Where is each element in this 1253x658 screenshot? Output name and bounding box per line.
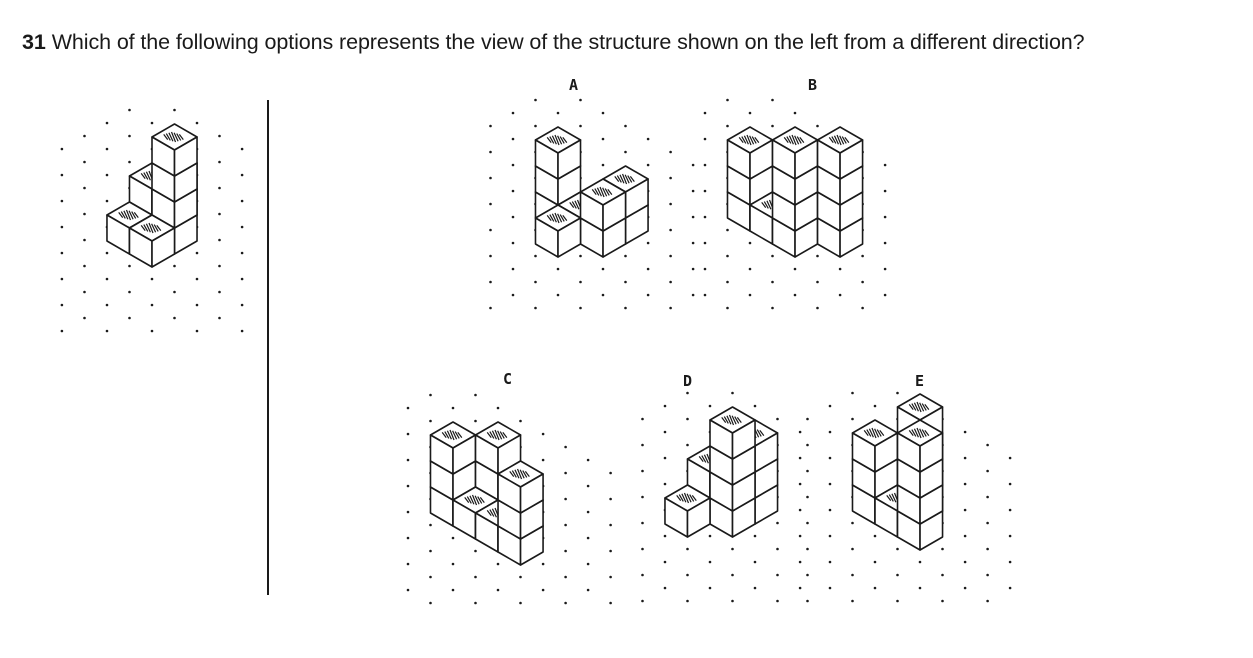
cube — [497, 460, 544, 514]
option-d-label: D — [683, 372, 693, 390]
option-c-label: C — [503, 370, 513, 388]
cube — [816, 126, 864, 180]
cube — [579, 178, 627, 232]
cube — [534, 204, 582, 258]
option-e[interactable] — [800, 388, 1035, 613]
divider-line — [267, 100, 269, 595]
reference-structure-drawing — [60, 108, 244, 333]
cube — [851, 419, 899, 473]
option-e-label: E — [915, 372, 925, 390]
option-a-drawing — [489, 98, 695, 310]
option-e-drawing — [806, 391, 1012, 603]
option-d-drawing — [641, 391, 802, 603]
option-b-label: B — [808, 76, 818, 94]
cube — [709, 406, 756, 460]
cube — [151, 123, 198, 177]
cube — [726, 126, 774, 180]
option-c-drawing — [406, 393, 612, 605]
cube — [474, 421, 522, 475]
option-a[interactable] — [468, 95, 698, 320]
option-b[interactable] — [690, 95, 900, 320]
question-number: 31 — [22, 30, 46, 54]
option-b-drawing — [703, 98, 887, 310]
cube — [128, 214, 176, 268]
question-prompt: Which of the following options represent… — [51, 30, 1085, 54]
option-a-label: A — [569, 76, 579, 94]
option-d[interactable] — [625, 388, 805, 613]
cube — [664, 484, 711, 538]
cube — [896, 419, 944, 473]
cube — [429, 421, 477, 475]
cube — [771, 126, 819, 180]
option-c[interactable] — [398, 388, 618, 613]
reference-structure — [40, 95, 265, 345]
cube — [534, 126, 582, 180]
